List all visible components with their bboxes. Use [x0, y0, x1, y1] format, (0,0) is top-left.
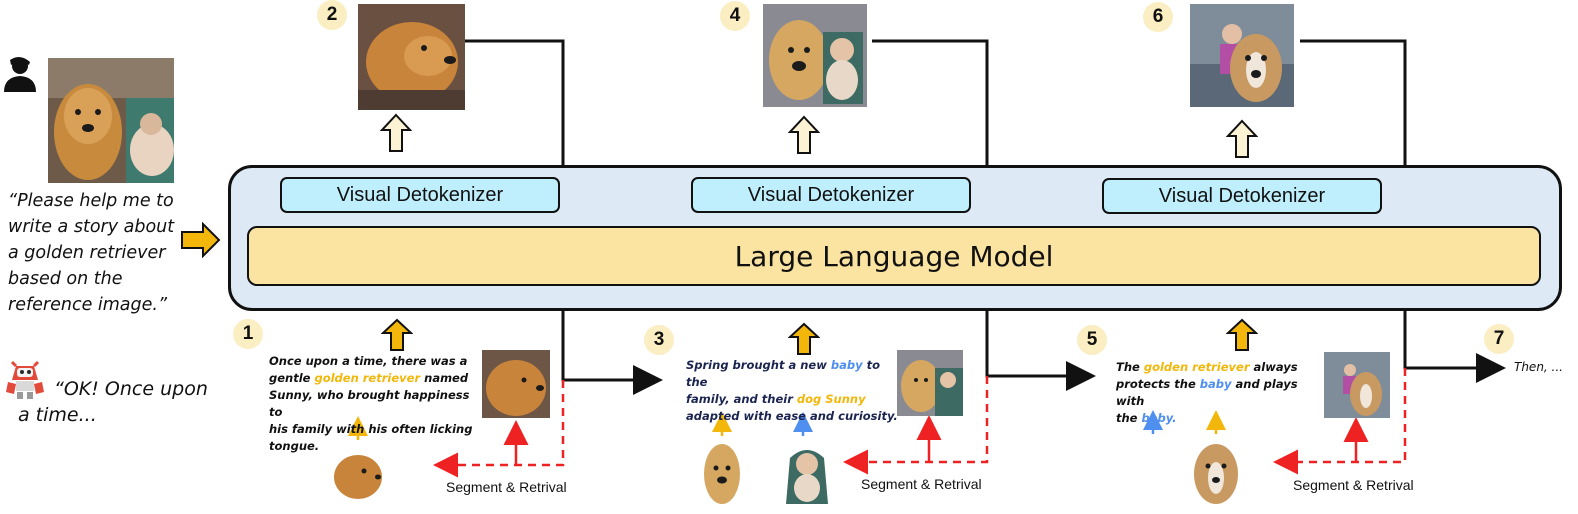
story-text-1: Once upon a time, there was a gentle gold…: [269, 353, 484, 455]
story-line: protects the baby and plays with: [1116, 376, 1321, 410]
story-line: Spring brought a new baby to the: [686, 357, 901, 391]
robot-icon: [6, 360, 44, 399]
segment-retrieval-label: Segment & Retrival: [861, 476, 982, 492]
segment-path-2: [843, 376, 989, 475]
segment-retrieval-label: Segment & Retrival: [446, 479, 567, 495]
story-line: The golden retriever always: [1116, 359, 1321, 376]
visual-detokenizer: Visual Detokenizer: [1102, 178, 1382, 214]
step-badge-5: 5: [1077, 325, 1107, 355]
story-highlight: baby: [1199, 377, 1232, 391]
up-arrow-icon: [380, 113, 412, 152]
story-run: adapted with ease and curiosity.: [686, 409, 898, 423]
output-connector-1: [561, 311, 663, 395]
story-run: and plays with: [1116, 377, 1298, 408]
top-connector-2: [465, 39, 565, 165]
story-highlight: golden retriever: [1143, 360, 1250, 374]
user-prompt-line: a golden retriever: [8, 243, 166, 263]
story-run: his family with his often licking: [269, 422, 473, 436]
story-highlight: baby: [830, 358, 863, 372]
story-run: the: [1116, 411, 1142, 425]
story-run: to the: [686, 358, 880, 389]
input-arrow-icon: [181, 222, 221, 258]
step-badge-2: 2: [317, 0, 347, 30]
segmented-dog-2: [704, 444, 740, 504]
story-run: protects the: [1116, 377, 1200, 391]
step-badge-6: 6: [1143, 2, 1173, 32]
top-connector-6: [1300, 39, 1407, 165]
story-line: Sunny, who brought happiness to: [269, 387, 484, 421]
story-run: tongue.: [269, 439, 320, 453]
story-line: tongue.: [269, 438, 484, 455]
generated-image-6: [1190, 4, 1294, 107]
retrieved-image-1: [482, 350, 550, 418]
segmented-baby-2: [786, 450, 828, 504]
step-badge-3: 3: [644, 325, 674, 355]
segment-path-1: [433, 380, 565, 478]
up-arrow-icon: [381, 318, 413, 351]
then-label: Then, ...: [1514, 360, 1563, 374]
visual-detokenizer: Visual Detokenizer: [280, 177, 560, 213]
story-line: gentle golden retriever named: [269, 370, 484, 387]
user-icon: [4, 56, 36, 92]
step-badge-1: 1: [233, 319, 263, 349]
story-run: Once upon a time, there was a: [269, 354, 468, 368]
story-run: The: [1116, 360, 1144, 374]
story-highlight: dog Sunny: [796, 392, 866, 406]
story-run: Sunny, who brought happiness to: [269, 388, 470, 419]
story-line: Once upon a time, there was a: [269, 353, 484, 370]
user-prompt-line: write a story about: [8, 217, 175, 237]
generated-image-4: [763, 4, 867, 107]
segment-path-3: [1273, 368, 1407, 475]
step-badge-4: 4: [720, 1, 750, 31]
user-prompt-line: reference image.”: [8, 295, 168, 315]
up-arrow-icon: [1226, 119, 1258, 158]
up-arrow-icon: [788, 322, 820, 355]
story-run: family, and their: [686, 392, 797, 406]
segment-retrieval-label: Segment & Retrival: [1293, 477, 1414, 493]
segmented-dog-1: [334, 455, 382, 499]
assistant-reply-line: “OK! Once upon: [54, 378, 208, 400]
output-connector-2: [985, 311, 1096, 391]
story-highlight: golden retriever: [314, 371, 421, 385]
story-highlight: baby.: [1141, 411, 1177, 425]
story-line: family, and their dog Sunny: [686, 391, 901, 408]
segmented-dog-3: [1194, 444, 1238, 504]
assistant-reply-line: a time...: [18, 404, 97, 426]
retrieved-image-2: [897, 350, 963, 416]
up-arrow-icon: [1226, 318, 1258, 351]
user-prompt-line: based on the: [8, 269, 123, 289]
story-run: Spring brought a new: [686, 358, 831, 372]
top-connector-4: [872, 39, 989, 165]
step-badge-7: 7: [1484, 324, 1514, 354]
story-run: always: [1249, 360, 1298, 374]
story-line: his family with his often licking: [269, 421, 484, 438]
user-prompt-line: “Please help me to: [8, 191, 174, 211]
story-line: the baby.: [1116, 410, 1321, 427]
up-arrow-icon: [788, 115, 820, 154]
reference-image: [48, 58, 174, 183]
story-run: named: [420, 371, 469, 385]
assistant-reply: “OK! Once upon a time...: [18, 376, 228, 428]
visual-detokenizer: Visual Detokenizer: [691, 177, 971, 213]
large-language-model: Large Language Model: [247, 226, 1541, 286]
retrieved-image-3: [1324, 352, 1390, 418]
story-line: adapted with ease and curiosity.: [686, 408, 901, 425]
user-prompt: “Please help me to write a story about a…: [8, 188, 188, 318]
generated-image-2: [358, 4, 465, 110]
story-run: gentle: [269, 371, 315, 385]
